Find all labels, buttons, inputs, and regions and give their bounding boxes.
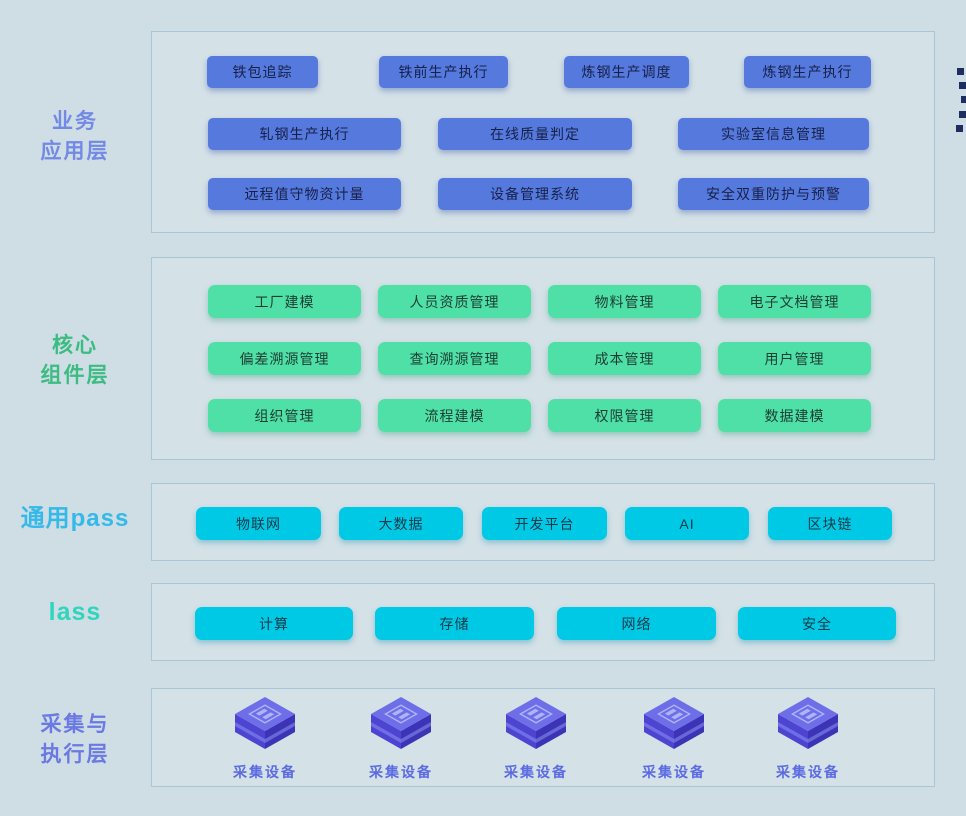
app-button[interactable]: 铁包追踪	[207, 56, 318, 88]
device-label: 采集设备	[233, 764, 297, 780]
edge-dot-icon	[961, 96, 966, 103]
business-application-layer-box: 铁包追踪 铁前生产执行 炼钢生产调度 炼钢生产执行 轧钢生产执行 在线质量判定 …	[151, 31, 935, 233]
collection-execution-layer-box: 采集设备 采集设备	[151, 688, 935, 787]
app-button[interactable]: 远程值守物资计量	[208, 178, 401, 210]
iaas-button[interactable]: 存储	[375, 607, 534, 640]
edge-dot-icon	[956, 125, 963, 132]
app-button[interactable]: 设备管理系统	[438, 178, 632, 210]
component-button[interactable]: 偏差溯源管理	[208, 342, 361, 375]
device-label: 采集设备	[369, 764, 433, 780]
core-components-layer-box: 工厂建模 人员资质管理 物料管理 电子文档管理 偏差溯源管理 查询溯源管理 成本…	[151, 257, 935, 460]
layer-label-paas: 通用pass	[0, 504, 150, 534]
component-button[interactable]: 流程建模	[378, 399, 531, 432]
app-button[interactable]: 铁前生产执行	[379, 56, 508, 88]
layer-label-line: 业务	[52, 110, 98, 133]
device-label: 采集设备	[504, 764, 568, 780]
layer-label-line: lass	[48, 598, 102, 626]
edge-dot-icon	[957, 68, 964, 75]
layer-label-collection: 采集与 执行层	[0, 710, 150, 770]
edge-dot-icon	[959, 82, 966, 89]
device-label: 采集设备	[642, 764, 706, 780]
paas-button[interactable]: 开发平台	[482, 507, 607, 540]
iaas-layer-box: 计算 存储 网络 安全	[151, 583, 935, 661]
collection-device: 采集设备	[609, 695, 739, 782]
layer-label-line: 执行层	[40, 743, 110, 766]
layer-label-line: 应用层	[40, 140, 110, 163]
component-button[interactable]: 物料管理	[548, 285, 701, 318]
app-button[interactable]: 炼钢生产执行	[744, 56, 871, 88]
app-button[interactable]: 安全双重防护与预警	[678, 178, 869, 210]
paas-button[interactable]: 大数据	[339, 507, 463, 540]
component-button[interactable]: 工厂建模	[208, 285, 361, 318]
collection-device: 采集设备	[336, 695, 466, 782]
component-button[interactable]: 查询溯源管理	[378, 342, 531, 375]
component-button[interactable]: 数据建模	[718, 399, 871, 432]
component-button[interactable]: 电子文档管理	[718, 285, 871, 318]
device-label: 采集设备	[776, 764, 840, 780]
device-cube-icon	[506, 697, 566, 749]
collection-device: 采集设备	[200, 695, 330, 782]
collection-device: 采集设备	[471, 695, 601, 782]
edge-dot-icon	[959, 111, 966, 118]
app-button[interactable]: 在线质量判定	[438, 118, 632, 150]
component-button[interactable]: 组织管理	[208, 399, 361, 432]
collection-device: 采集设备	[743, 695, 873, 782]
app-button[interactable]: 炼钢生产调度	[564, 56, 689, 88]
layer-label-line: 组件层	[40, 364, 110, 387]
iaas-button[interactable]: 网络	[557, 607, 716, 640]
iaas-button[interactable]: 安全	[738, 607, 896, 640]
layer-label-iaas: lass	[0, 597, 150, 627]
device-cube-icon	[778, 697, 838, 749]
paas-button[interactable]: AI	[625, 507, 749, 540]
component-button[interactable]: 权限管理	[548, 399, 701, 432]
layer-label-business: 业务 应用层	[0, 107, 150, 167]
component-button[interactable]: 成本管理	[548, 342, 701, 375]
layer-label-line: 核心	[52, 334, 98, 357]
component-button[interactable]: 用户管理	[718, 342, 871, 375]
device-cube-icon	[371, 697, 431, 749]
device-cube-icon	[235, 697, 295, 749]
layer-label-line: 采集与	[40, 713, 110, 736]
paas-button[interactable]: 物联网	[196, 507, 321, 540]
device-cube-icon	[644, 697, 704, 749]
app-button[interactable]: 实验室信息管理	[678, 118, 869, 150]
app-button[interactable]: 轧钢生产执行	[208, 118, 401, 150]
layer-label-line: 通用pass	[20, 505, 130, 532]
paas-button[interactable]: 区块链	[768, 507, 892, 540]
component-button[interactable]: 人员资质管理	[378, 285, 531, 318]
common-paas-layer-box: 物联网 大数据 开发平台 AI 区块链	[151, 483, 935, 561]
layer-label-core: 核心 组件层	[0, 331, 150, 391]
iaas-button[interactable]: 计算	[195, 607, 353, 640]
